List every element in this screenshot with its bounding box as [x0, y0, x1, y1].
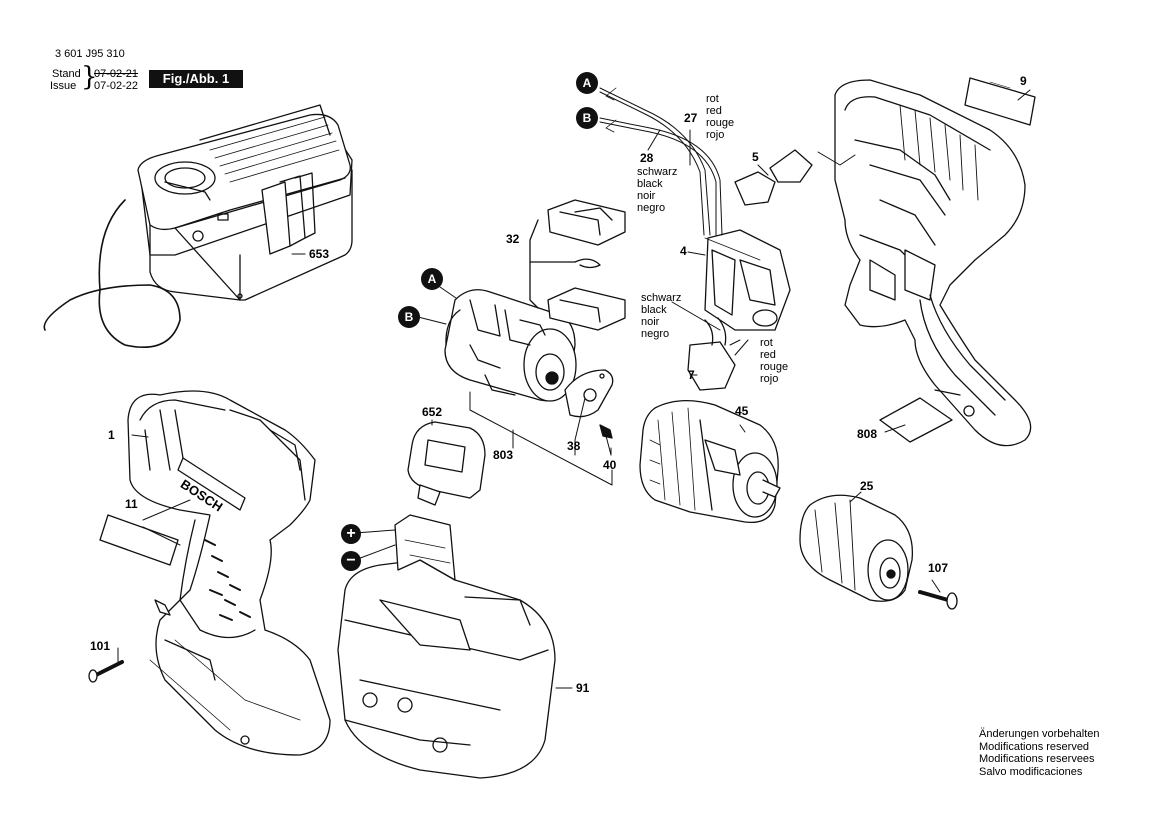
leader-lines — [117, 89, 1031, 689]
part-number-5: 5 — [752, 150, 759, 164]
part-number-38: 38 — [567, 439, 581, 453]
part-number-45: 45 — [735, 404, 749, 418]
stand-date: 07-02-21 — [94, 68, 139, 80]
label-11-shape — [99, 514, 179, 566]
motor-803-drawing — [444, 289, 577, 402]
document-number: 3 601 J95 310 — [55, 48, 125, 60]
part-number-652: 652 — [422, 405, 443, 419]
note-line: Modifications reservees — [979, 753, 1095, 765]
wire-colors-red-switch: rot red rouge rojo — [760, 337, 788, 385]
note-line: Änderungen vorbehalten — [979, 728, 1100, 740]
screw-107-drawing — [918, 590, 958, 610]
part-number-7: 7 — [688, 368, 695, 382]
part-number-803: 803 — [493, 448, 514, 462]
wire-color-label: schwarz — [641, 292, 682, 304]
part-number-91: 91 — [576, 681, 590, 695]
part-number-40: 40 — [603, 458, 617, 472]
screw-40-drawing — [599, 424, 613, 439]
part-number-25: 25 — [860, 479, 874, 493]
wire-colors-black-switch: schwarz black noir negro — [641, 292, 681, 340]
connector-a-top: A — [576, 72, 598, 94]
wire-color-label: red — [760, 349, 776, 361]
battery-652-drawing — [407, 421, 486, 506]
part-number-27: 27 — [684, 111, 698, 125]
part-number-11: 11 — [125, 497, 138, 511]
part-number-4: 4 — [680, 244, 687, 258]
chuck-25-drawing — [799, 494, 914, 602]
wire-color-label: rojo — [706, 129, 725, 141]
wire-color-label: noir — [637, 190, 656, 202]
label-9-shape — [964, 77, 1036, 126]
wire-colors-red-top: rot red rouge rojo — [706, 93, 734, 141]
issue-date: 07-02-22 — [94, 80, 139, 92]
wire-colors-black-top: schwarz black noir negro — [637, 166, 677, 214]
wire-color-label: schwarz — [637, 166, 678, 178]
part-number-808: 808 — [857, 427, 878, 441]
wire-color-label: rouge — [706, 117, 735, 129]
wire-color-label: rojo — [760, 373, 779, 385]
part-number-1: 1 — [108, 428, 115, 442]
label-808-shape — [879, 397, 953, 443]
wires-drawing — [599, 87, 723, 236]
wire-color-label: negro — [637, 202, 666, 214]
gearbox-45-drawing — [639, 400, 781, 524]
switch-5-drawing — [734, 149, 813, 206]
wire-color-label: red — [706, 105, 722, 117]
switch-7-drawing — [687, 317, 736, 391]
part-number-28: 28 — [640, 151, 654, 165]
wire-color-label: rot — [706, 93, 719, 105]
connector-a-motor: A — [421, 268, 443, 290]
wire-color-label: rot — [760, 337, 773, 349]
note-line: Salvo modificaciones — [979, 765, 1083, 778]
wire-color-label: negro — [641, 328, 670, 340]
figure-badge: Fig./Abb. 1 — [149, 70, 243, 88]
stand-label: Stand — [52, 68, 81, 80]
modifications-note: Änderungen vorbehalten Modifications res… — [979, 728, 1099, 778]
part-number-32: 32 — [506, 232, 520, 246]
charger-653-drawing — [43, 104, 353, 349]
switch-4-drawing — [704, 229, 791, 331]
brush-holder-32-drawing — [529, 199, 626, 331]
polarity-plus: + — [341, 524, 361, 544]
housing-808-drawing — [834, 79, 1032, 447]
brace-symbol: } — [81, 62, 98, 92]
wire-color-label: noir — [641, 316, 660, 328]
part-number-101: 101 — [90, 639, 111, 653]
wire-color-label: rouge — [760, 361, 789, 373]
part-number-9: 9 — [1020, 74, 1027, 88]
polarity-minus: − — [341, 551, 361, 571]
issue-label: Issue — [50, 80, 77, 92]
housing-1-drawing — [127, 390, 331, 756]
connector-b-motor: B — [398, 306, 420, 328]
wire-color-label: black — [641, 304, 667, 316]
battery-91-drawing — [337, 514, 556, 779]
note-line: Modifications reserved — [979, 740, 1090, 753]
wire-color-label: black — [637, 178, 663, 190]
part-number-107: 107 — [928, 561, 949, 575]
connector-b-top: B — [576, 107, 598, 129]
screw-101-drawing — [88, 660, 124, 683]
part-number-653: 653 — [309, 247, 330, 261]
washer-38-drawing — [564, 369, 614, 418]
